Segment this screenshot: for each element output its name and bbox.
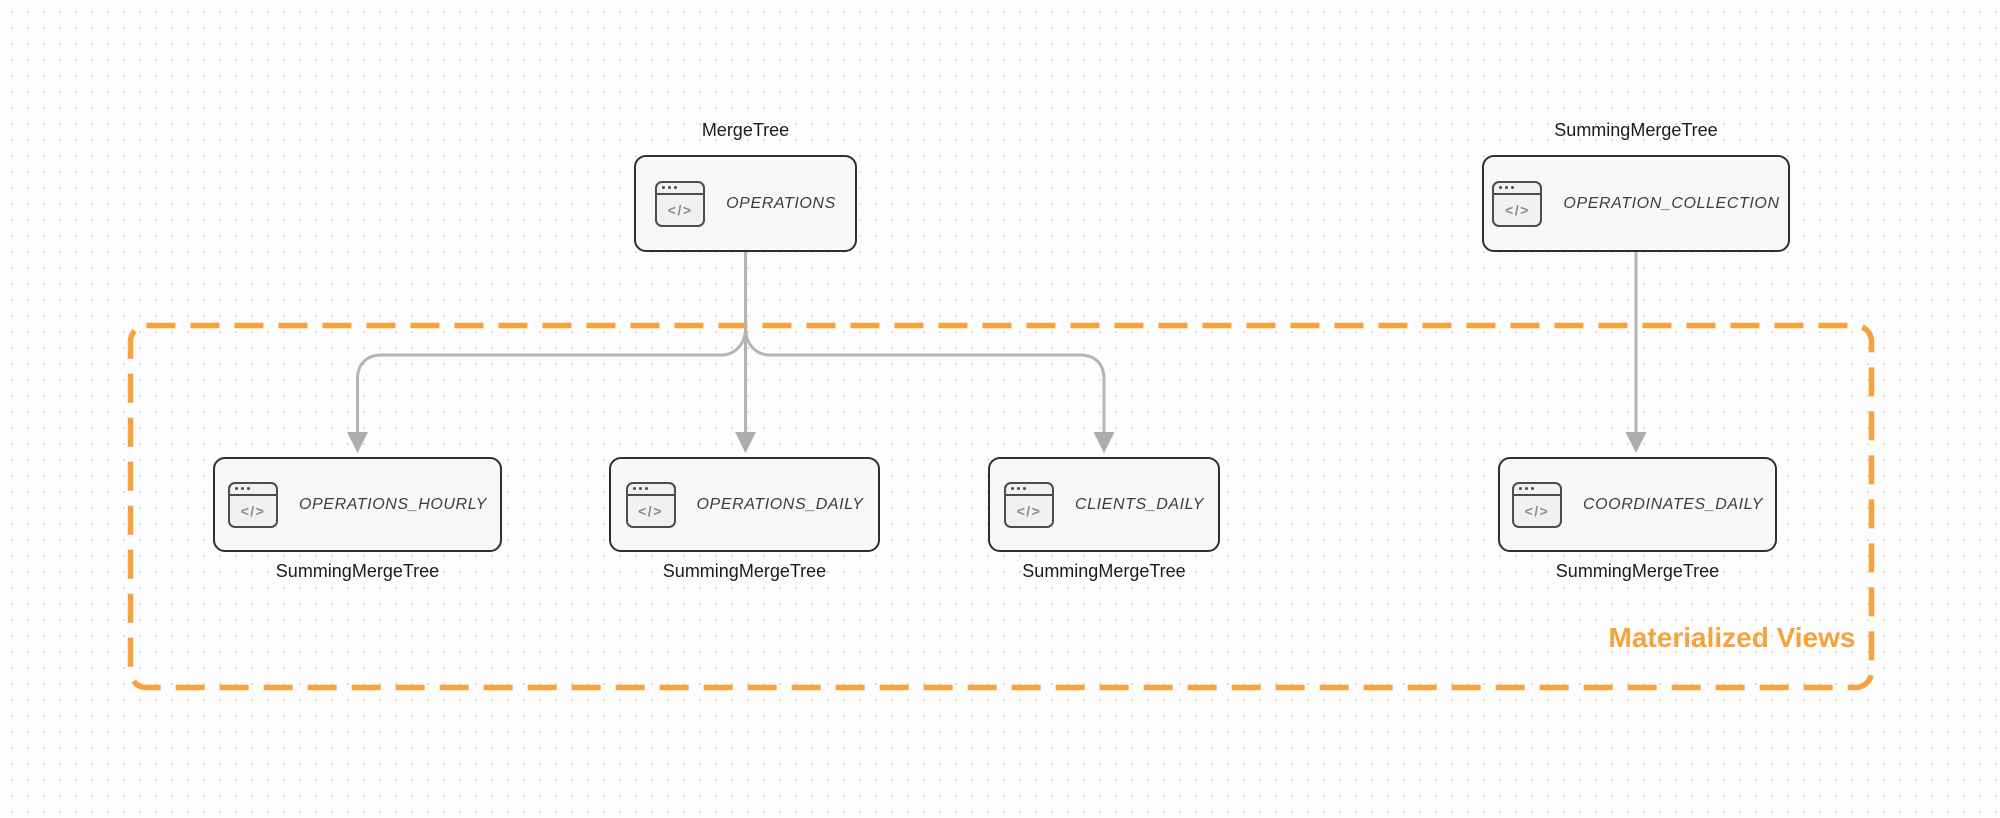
code-glyph: </> (1016, 502, 1042, 519)
engine-label-summingmergetree-daily: SummingMergeTree (662, 561, 827, 581)
engine-label-summingmergetree-coordinates: SummingMergeTree (1555, 561, 1720, 581)
table-node-operations-daily[interactable]: </> OPERATIONS_DAILY (609, 457, 880, 552)
window-dots-icon (1494, 183, 1541, 195)
table-node-operations[interactable]: </> OPERATIONS (634, 155, 857, 252)
table-node-coordinates-daily[interactable]: </> COORDINATES_DAILY (1498, 457, 1777, 552)
code-glyph: </> (1505, 201, 1530, 218)
arrowheads (347, 432, 1647, 453)
window-dots-icon (1005, 484, 1052, 496)
code-window-icon: </> (655, 180, 706, 227)
window-dots-icon (627, 484, 674, 496)
window-dots-icon (1513, 484, 1560, 496)
table-name-operation-collection: OPERATION_COLLECTION (1563, 194, 1780, 212)
edge-operations-to-clients-daily (744, 298, 1106, 436)
materialized-views-group-label: Materialized Views (1608, 622, 1856, 653)
edge-operations-to-operations-hourly (356, 298, 747, 436)
table-node-clients-daily[interactable]: </> CLIENTS_DAILY (988, 457, 1220, 552)
table-node-operations-hourly[interactable]: </> OPERATIONS_HOURLY (213, 457, 502, 552)
materialized-views-group-outline[interactable] (127, 322, 1875, 691)
table-name-clients-daily: CLIENTS_DAILY (1074, 495, 1205, 513)
code-glyph: </> (1524, 502, 1550, 519)
engine-label-summingmergetree-source: SummingMergeTree (1554, 120, 1718, 140)
engine-label-summingmergetree-clients: SummingMergeTree (1022, 561, 1186, 581)
code-window-icon: </> (1003, 481, 1054, 528)
table-name-coordinates-daily: COORDINATES_DAILY (1582, 495, 1764, 513)
engine-label-mergetree: MergeTree (701, 120, 790, 140)
table-name-operations: OPERATIONS (726, 194, 836, 212)
table-node-operation-collection[interactable]: </> OPERATION_COLLECTION (1482, 155, 1790, 252)
engine-label-summingmergetree-hourly: SummingMergeTree (275, 561, 440, 581)
code-glyph: </> (240, 502, 266, 519)
code-glyph: </> (638, 502, 663, 519)
code-window-icon: </> (625, 481, 676, 528)
window-dots-icon (657, 183, 704, 195)
code-window-icon: </> (1511, 481, 1562, 528)
window-dots-icon (229, 484, 276, 496)
table-name-operations-daily: OPERATIONS_DAILY (696, 495, 864, 513)
code-glyph: </> (667, 201, 693, 218)
code-window-icon: </> (1492, 180, 1543, 227)
table-name-operations-hourly: OPERATIONS_HOURLY (298, 495, 488, 513)
code-window-icon: </> (227, 481, 278, 528)
